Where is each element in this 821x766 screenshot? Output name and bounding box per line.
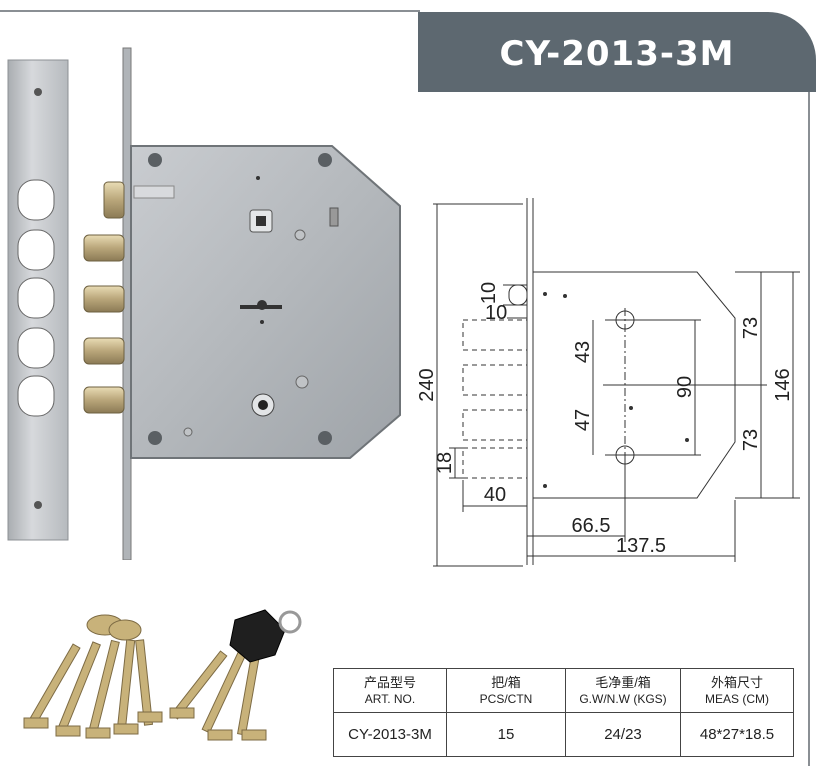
header-pcs-ctn: 把/箱 PCS/CTN	[446, 668, 566, 713]
cell-pcs-ctn: 15	[446, 712, 566, 757]
strike-plate	[7, 59, 69, 541]
dim-146: 146	[772, 368, 794, 401]
header-cn: 把/箱	[491, 675, 521, 690]
header-art-no: 产品型号 ART. NO.	[333, 668, 447, 713]
dim-10-top: 10	[478, 282, 500, 304]
dim-73-bottom: 73	[740, 429, 762, 451]
header-en: PCS/CTN	[479, 692, 533, 706]
header-en: G.W/N.W (KGS)	[579, 692, 667, 706]
technical-drawing: 240 146 73 73 90 43 47 18 10 10 40 66.5 …	[416, 198, 800, 567]
header-cn: 产品型号	[363, 675, 416, 690]
dim-66-5: 66.5	[572, 515, 611, 537]
dim-137-5: 137.5	[616, 535, 666, 557]
product-title: CY-2013-3M	[499, 34, 735, 74]
lock-bolts	[83, 181, 125, 414]
dim-40: 40	[484, 484, 506, 506]
dim-43: 43	[572, 341, 594, 363]
cell-meas: 48*27*18.5	[680, 712, 794, 757]
spec-table: 产品型号 ART. NO. 把/箱 PCS/CTN 毛净重/箱 G.W/N.W …	[333, 668, 794, 757]
frame-right-line	[808, 90, 810, 766]
dim-90: 90	[674, 376, 696, 398]
dim-73-top: 73	[740, 317, 762, 339]
header-weight: 毛净重/箱 G.W/N.W (KGS)	[565, 668, 681, 713]
lock-photo	[7, 47, 401, 560]
dim-10-side: 10	[485, 302, 507, 324]
cell-weight: 24/23	[565, 712, 681, 757]
spec-table-row: CY-2013-3M 15 24/23 48*27*18.5	[333, 712, 794, 757]
dim-240: 240	[416, 368, 438, 401]
header-cn: 毛净重/箱	[595, 675, 651, 690]
title-banner: CY-2013-3M	[418, 12, 816, 92]
frame-top-line	[0, 10, 420, 12]
cell-art-no: CY-2013-3M	[333, 712, 447, 757]
header-en: MEAS (CM)	[705, 692, 769, 706]
keys-photo	[23, 609, 302, 741]
dim-47: 47	[572, 409, 594, 431]
spec-table-header: 产品型号 ART. NO. 把/箱 PCS/CTN 毛净重/箱 G.W/N.W …	[333, 668, 794, 713]
header-cn: 外箱尺寸	[710, 675, 763, 690]
header-en: ART. NO.	[364, 692, 416, 706]
header-meas: 外箱尺寸 MEAS (CM)	[680, 668, 794, 713]
dim-18: 18	[434, 452, 456, 474]
